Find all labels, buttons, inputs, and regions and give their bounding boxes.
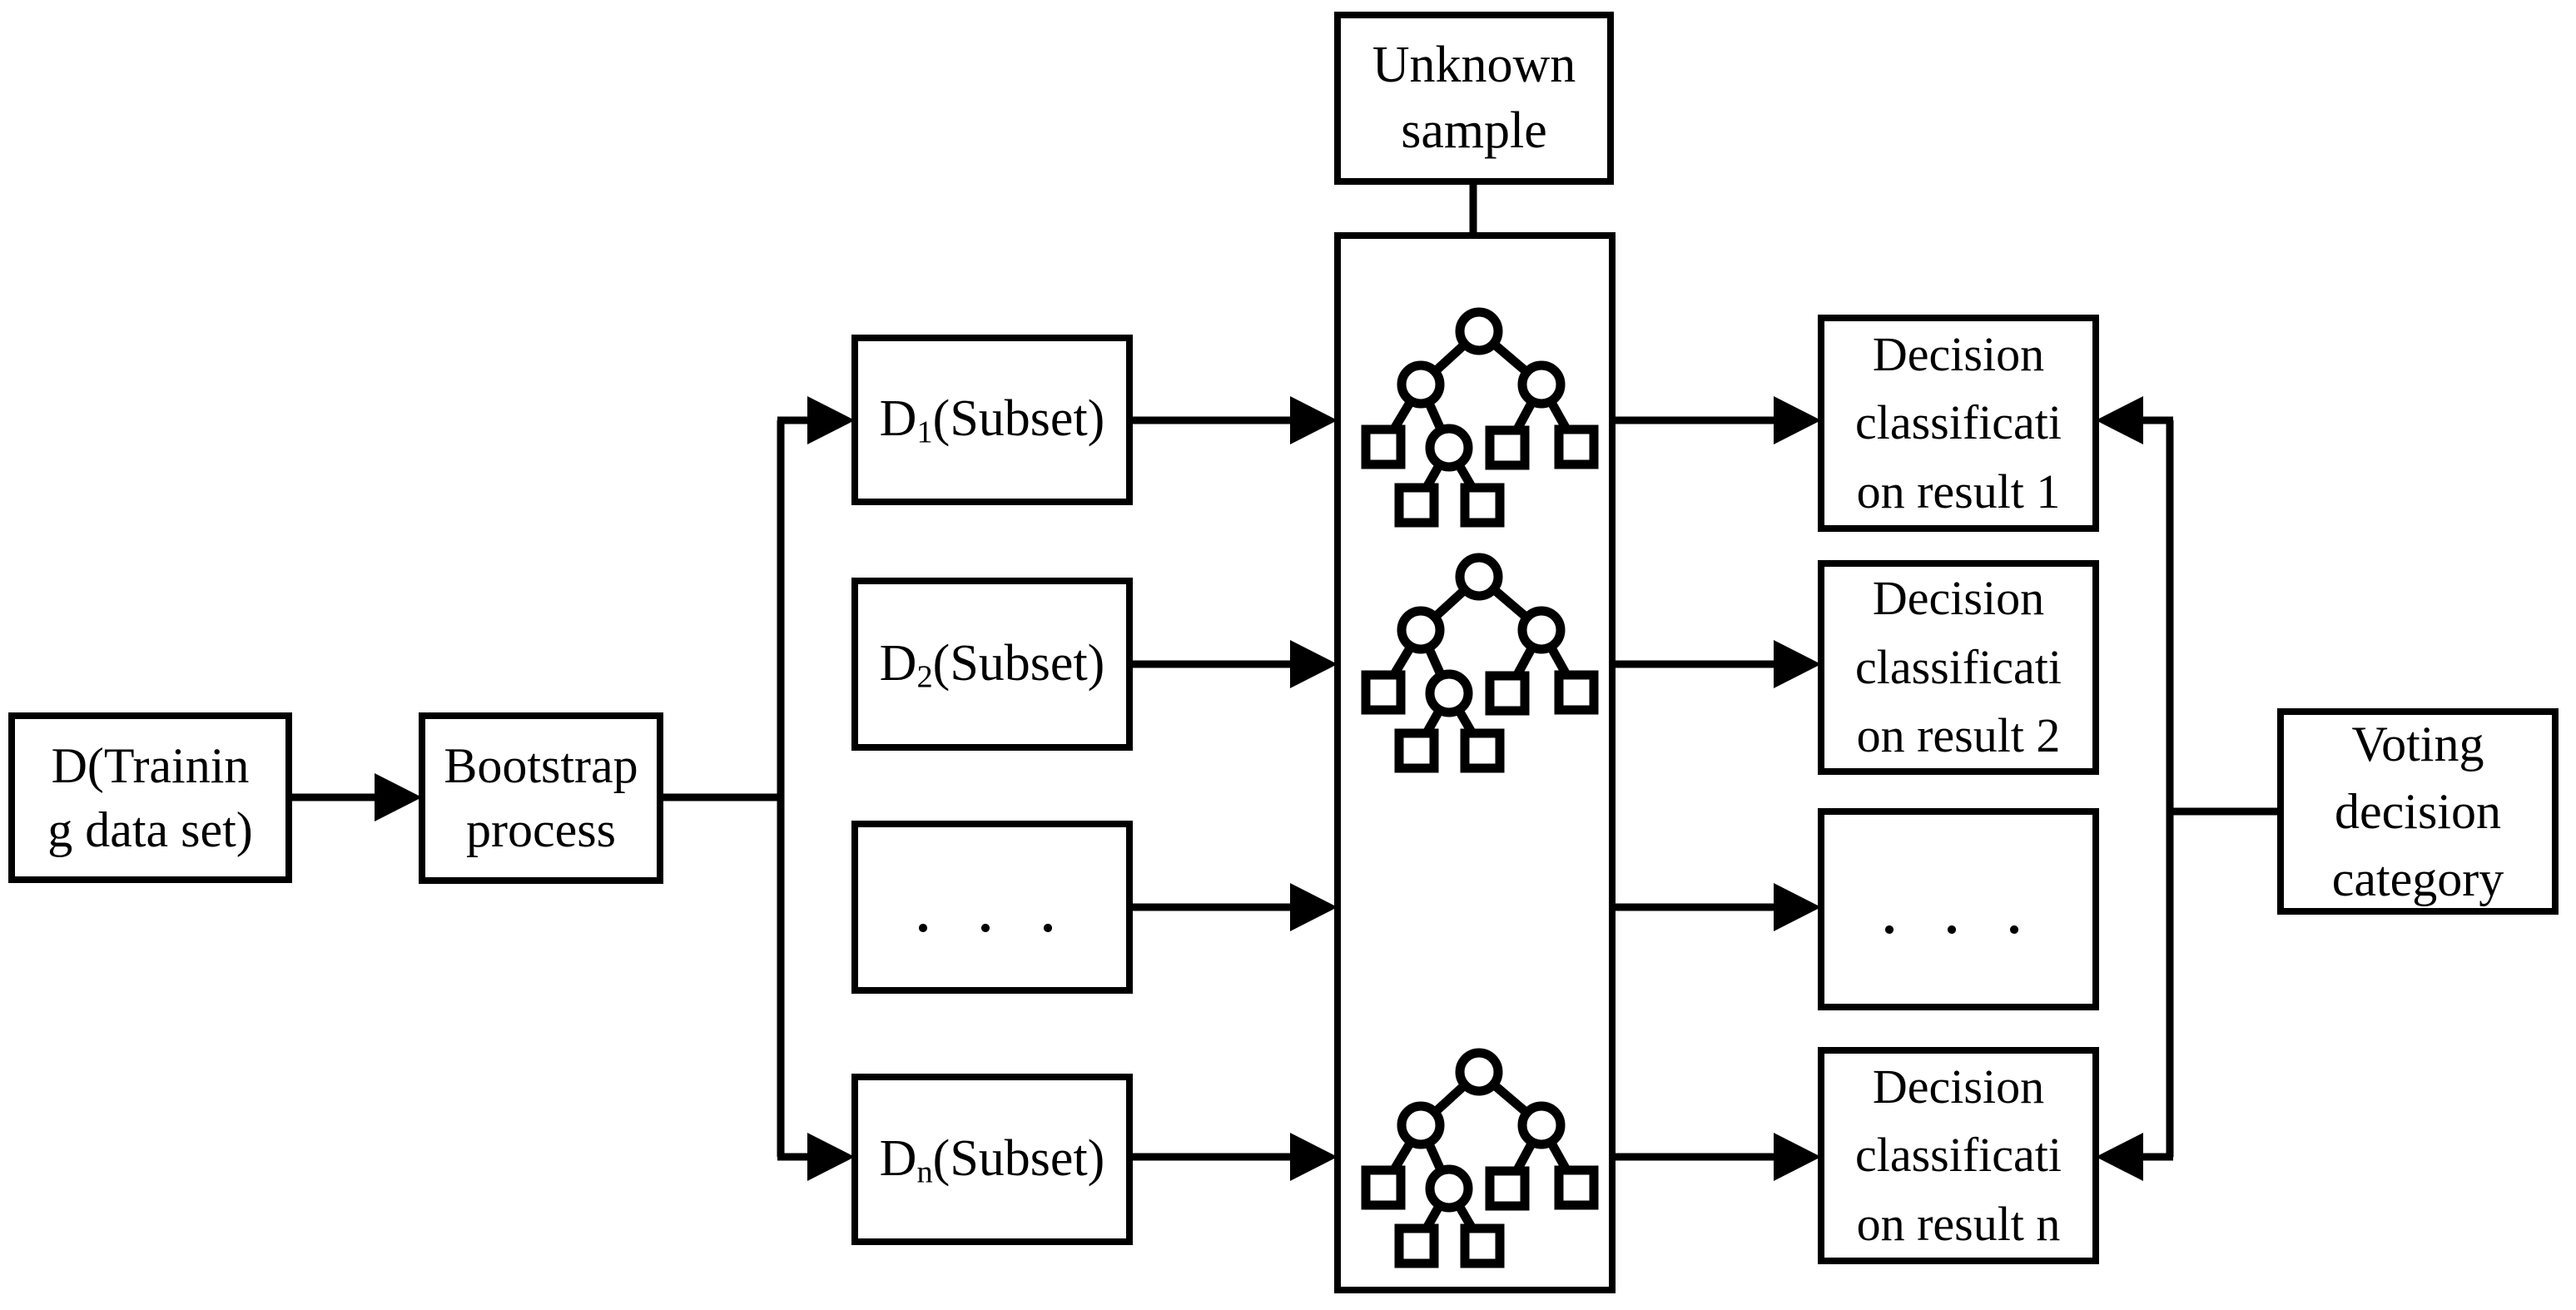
subset-1-label-text: D1(Subset) [879,390,1105,450]
arrow-into-bootstrap [375,773,422,821]
result-ellipsis-label: . . . [1821,811,2096,1007]
arrow-into-forest-n [1290,1133,1338,1181]
result-2-line2: classificati [1854,639,2062,694]
subset-ellipsis-label: . . . [855,824,1129,990]
result-ellipsis-box [1818,808,2099,1010]
unknown-sample-box [1334,12,1614,185]
connector-lines [289,181,2281,1161]
result-2-box [1818,560,2099,775]
training-set-label-line1: D(Trainin [51,737,250,793]
result-1-line3: on result 1 [1856,464,2061,519]
arrow-into-forest-1 [1290,396,1338,444]
arrow-into-resultn-left [1774,1133,1821,1181]
result-1-line1: Decision [1872,326,2045,381]
subset-2-label-text: D2(Subset) [879,634,1105,695]
subset-n-label: Dn(Subset) [855,1077,1129,1242]
node-boxes [8,12,2559,1293]
bootstrap-box [419,712,663,884]
subset-2-label: D2(Subset) [855,581,1129,747]
subset-2-box [851,578,1133,751]
result-1-label: Decision classificati on result 1 [1821,318,2096,528]
unknown-sample-line2: sample [1401,102,1547,159]
subset-1-box [851,335,1133,505]
arrow-into-result2-left [1774,640,1821,688]
arrow-into-forest-3 [1290,883,1338,931]
bootstrap-label: Bootstrap process [422,716,660,881]
voting-line2: decision [2335,783,2501,839]
arrow-into-result1-left [1774,396,1821,444]
subset-n-box [851,1074,1133,1245]
result-n-line2: classificati [1854,1128,2062,1183]
arrow-into-subsetn [807,1133,855,1181]
voting-line1: Voting [2351,716,2484,772]
voting-label: Voting decision category [2281,712,2555,911]
unknown-sample-line1: Unknown [1372,36,1576,93]
arrow-into-resultn-right [2096,1133,2143,1181]
result-2-line3: on result 2 [1856,708,2061,763]
result-2-line1: Decision [1872,571,2045,626]
result-n-box [1818,1047,2099,1264]
subset-1-label: D1(Subset) [855,338,1129,502]
arrow-into-forest-2 [1290,640,1338,688]
result-2-label: Decision classificati on result 2 [1821,563,2096,772]
result-1-box [1818,315,2099,532]
training-set-box [8,712,292,883]
result-ellipsis-text: . . . [1880,869,2037,950]
voting-box [2277,708,2559,915]
subset-ellipsis-text: . . . [914,866,1070,947]
result-n-line1: Decision [1872,1059,2045,1114]
voting-line3: category [2331,851,2504,906]
unknown-sample-label: Unknown sample [1338,15,1611,181]
result-n-label: Decision classificati on result n [1821,1050,2096,1261]
subset-ellipsis-box [851,821,1133,994]
subset-n-label-text: Dn(Subset) [879,1129,1105,1190]
result-1-line2: classificati [1854,395,2062,450]
training-set-label: D(Trainin g data set) [12,716,289,880]
bootstrap-label-line2: process [466,802,616,857]
bootstrap-label-line1: Bootstrap [444,738,638,794]
arrowheads [375,396,2143,1181]
training-set-label-line2: g data set) [47,801,253,857]
result-n-line3: on result n [1856,1196,2061,1251]
arrow-into-result3-left [1774,883,1821,931]
arrow-into-result1-right [2096,396,2143,444]
arrow-into-subset1 [807,396,855,444]
